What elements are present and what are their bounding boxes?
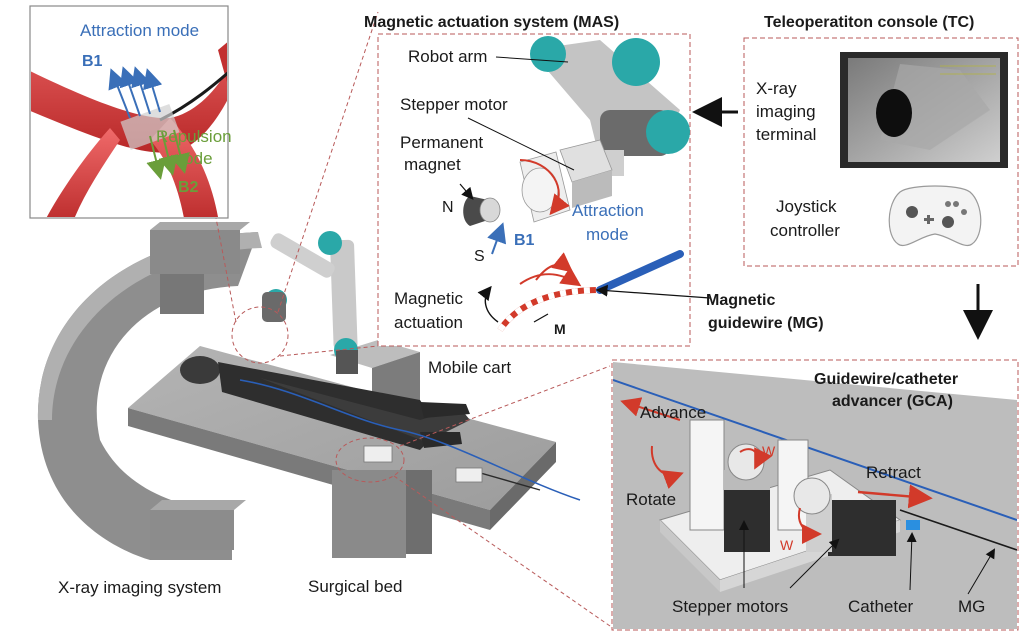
- label-mobile-cart: Mobile cart: [428, 358, 511, 377]
- mg-callout: Magnetic guidewire (MG): [595, 284, 824, 332]
- label-repulsion: Repulsion: [156, 127, 232, 146]
- permanent-magnet: [463, 196, 501, 226]
- label-s-pole: S: [474, 248, 485, 265]
- label-stepper-motors: Stepper motors: [672, 597, 788, 616]
- label-rotate: Rotate: [626, 490, 676, 509]
- label-xray: X-ray: [756, 79, 797, 98]
- xray-c-arm: [37, 222, 262, 560]
- label-attraction-mode: Attraction mode: [80, 21, 199, 40]
- label-controller: controller: [770, 221, 840, 240]
- label-xray-system: X-ray imaging system: [58, 578, 221, 597]
- label-magnet: magnet: [404, 155, 461, 174]
- retract-arrow: [857, 484, 933, 509]
- label-actuation: actuation: [394, 313, 463, 332]
- label-joystick: Joystick: [776, 197, 837, 216]
- label-attraction-mode-mas: mode: [586, 225, 629, 244]
- mas-robot-arm: [530, 36, 690, 176]
- label-b1-mas: B1: [514, 232, 535, 249]
- tc-title: Teleoperatiton console (TC): [764, 14, 974, 31]
- inset-vessel-panel: Attraction mode B1 Repulsion mode B2: [29, 5, 232, 219]
- label-catheter: Catheter: [848, 597, 914, 616]
- repulsion-field-arrows: [146, 129, 190, 180]
- label-magnetic: Magnetic: [394, 289, 463, 308]
- gca-title-line2: advancer (GCA): [832, 393, 953, 410]
- main-scene: Mobile cart X-ray imaging system Surgica…: [37, 11, 611, 627]
- label-imaging: imaging: [756, 102, 816, 121]
- label-repulsion-mode: mode: [170, 149, 213, 168]
- xray-monitor: [840, 52, 1008, 168]
- scene-advancer-devices: [363, 445, 483, 483]
- label-retract: Retract: [866, 463, 921, 482]
- patient-phantom: [180, 356, 470, 450]
- label-mg-line2: guidewire (MG): [708, 315, 824, 332]
- advance-arrow: [620, 397, 681, 421]
- b1-field-arrow: [487, 222, 507, 255]
- label-m: M: [554, 321, 566, 337]
- gca-panel: Guidewire/catheter advancer (GCA) Advanc…: [611, 359, 1019, 631]
- label-permanent: Permanent: [400, 133, 483, 152]
- mas-guidewire: [497, 250, 684, 332]
- callout-circle-gca: [335, 437, 405, 483]
- mas-title: Magnetic actuation system (MAS): [364, 14, 619, 31]
- callout-circle-mas: [231, 306, 289, 364]
- mas-panel: Magnetic actuation system (MAS): [364, 14, 691, 347]
- rotation-arrow-red: [519, 159, 570, 216]
- tc-panel: Teleoperatiton console (TC) X-ray imagin…: [743, 14, 1019, 267]
- label-w-upper: W: [762, 443, 776, 459]
- label-terminal: terminal: [756, 125, 816, 144]
- label-mg-line1: Magnetic: [706, 292, 775, 309]
- label-n-pole: N: [442, 199, 454, 216]
- label-b2-inset: B2: [178, 179, 199, 196]
- label-advance: Advance: [640, 403, 706, 422]
- rotate-arrow: [650, 445, 684, 489]
- label-attraction: Attraction: [572, 201, 644, 220]
- label-robot-arm: Robot arm: [408, 47, 487, 66]
- actuation-arrow: [477, 285, 499, 323]
- label-surgical-bed: Surgical bed: [308, 577, 403, 596]
- label-stepper-motor: Stepper motor: [400, 95, 508, 114]
- label-mg-gca: MG: [958, 597, 985, 616]
- joystick-controller: [888, 185, 982, 246]
- label-b1-inset: B1: [82, 53, 103, 70]
- label-w-lower: W: [780, 537, 794, 553]
- scene-robot-arm: [262, 231, 358, 374]
- scene-guidewire: [239, 379, 581, 501]
- attraction-field-arrows: [108, 66, 163, 119]
- gca-title-line1: Guidewire/catheter: [814, 371, 958, 388]
